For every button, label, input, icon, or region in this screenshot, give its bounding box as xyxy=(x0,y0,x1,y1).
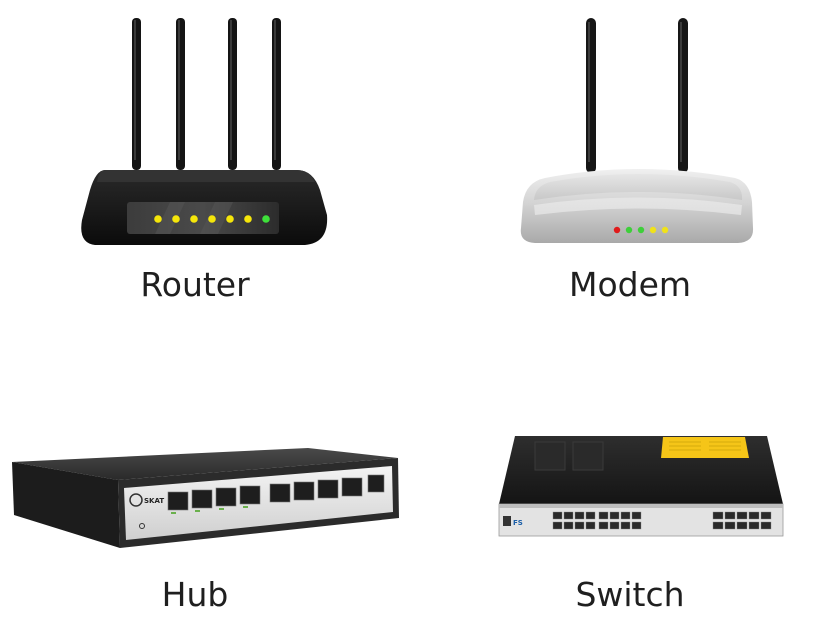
hub-label: Hub xyxy=(161,575,229,614)
hub-device: SKAT xyxy=(8,440,403,555)
switch-icon: FS xyxy=(498,436,784,537)
hub-brand-text: SKAT xyxy=(144,497,164,505)
hub-icon: SKAT xyxy=(12,448,399,548)
router-icon xyxy=(81,18,328,245)
switch-label: Switch xyxy=(575,575,685,614)
router-device xyxy=(75,10,335,255)
router-label: Router xyxy=(140,265,250,304)
switch-brand-text: FS xyxy=(513,519,523,527)
switch-device: FS xyxy=(495,432,787,544)
modem-device xyxy=(510,10,770,255)
modem-label: Modem xyxy=(568,265,692,304)
modem-icon xyxy=(520,18,754,243)
